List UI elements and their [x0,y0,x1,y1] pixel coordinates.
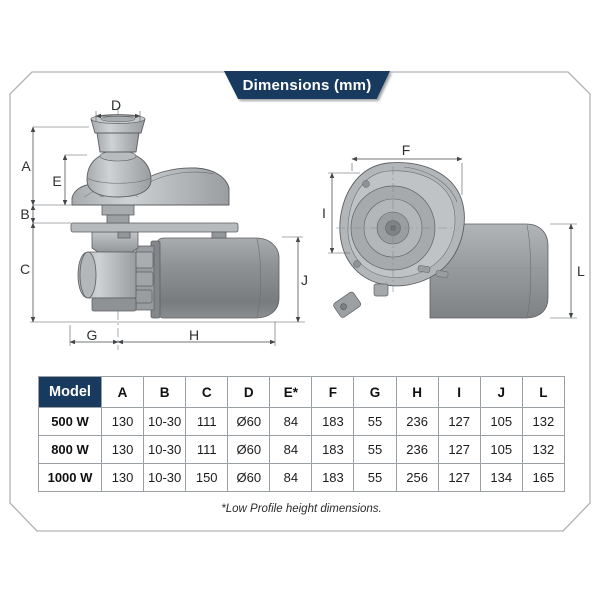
gypsy-chainwheel [86,150,152,198]
cell: 236 [395,435,439,464]
header-col-l: L [521,376,566,408]
header-col-d: D [227,376,271,408]
cell: 165 [521,463,566,492]
cell: Ø60 [227,463,271,492]
capstan-drum [90,114,146,153]
cell: 183 [311,407,355,436]
title-banner: Dimensions (mm) [224,71,390,99]
cell: 10-30 [143,407,187,436]
cell: 127 [437,407,481,436]
front-view-drawing: D A E B C G H J [20,97,308,350]
header-col-b: B [143,376,187,408]
crosshair-centerlines [336,166,455,292]
cell: 84 [269,463,313,492]
motor-terminal-fitting [333,291,362,318]
header-col-a: A [100,376,145,408]
dimensions-table: Model A B C D E* F G H I J L 500 W 130 1… [38,376,566,492]
dim-label-g: G [87,327,98,343]
cell: 105 [479,435,523,464]
cell: 84 [269,435,313,464]
header-col-i: I [437,376,481,408]
motor-front-view [150,237,280,319]
dim-label-h: H [189,327,199,343]
cell: 134 [479,463,523,492]
dim-label-f: F [402,142,411,158]
model-cell: 800 W [38,435,102,464]
header-col-f: F [311,376,355,408]
table-row: 1000 W 130 10-30 150 Ø60 84 183 55 256 1… [38,463,566,492]
page-title: Dimensions (mm) [242,76,372,94]
dim-label-b: B [20,206,29,222]
dim-label-c: C [20,261,30,277]
side-view-drawing: F I L [322,142,585,319]
dim-label-d: D [111,97,121,113]
cell: 111 [185,407,229,436]
dim-label-i: I [322,205,326,221]
cell: 10-30 [143,435,187,464]
side-dimension-lines [329,156,574,319]
cell: 130 [100,463,145,492]
model-cell: 500 W [38,407,102,436]
dim-label-l: L [577,263,585,279]
model-cell: 1000 W [38,463,102,492]
drive-shaft [101,204,135,216]
front-dimension-lines [30,113,301,345]
table-header-row: Model A B C D E* F G H I J L [38,376,566,408]
cell: 132 [521,407,566,436]
cell: 150 [185,463,229,492]
dim-label-a: A [21,158,31,174]
cell: 130 [100,435,145,464]
cell: 183 [311,435,355,464]
header-col-c: C [185,376,229,408]
motor-side-view [429,223,549,319]
cell: 236 [395,407,439,436]
coupling [131,245,155,311]
cell: 183 [311,463,355,492]
cell: 10-30 [143,463,187,492]
cell: Ø60 [227,407,271,436]
shaft-collar [106,214,130,224]
cell: 84 [269,407,313,436]
cell: 132 [521,435,566,464]
footnote: *Low Profile height dimensions. [221,503,382,515]
title-banner-shape: Dimensions (mm) [224,71,390,99]
cell: Ø60 [227,435,271,464]
table-row: 500 W 130 10-30 111 Ø60 84 183 55 236 12… [38,407,566,436]
cell: 105 [479,407,523,436]
header-model: Model [38,376,102,408]
cell: 130 [100,407,145,436]
mounting-flange [70,222,239,239]
header-col-j: J [479,376,523,408]
dim-label-e: E [52,173,61,189]
cell: 127 [437,435,481,464]
cell: 256 [395,463,439,492]
header-col-e: E* [269,376,313,408]
header-col-h: H [395,376,439,408]
cell: 111 [185,435,229,464]
header-col-g: G [353,376,397,408]
cell: 55 [353,435,397,464]
cell: 55 [353,463,397,492]
cell: 55 [353,407,397,436]
cell: 127 [437,463,481,492]
table-row: 800 W 130 10-30 111 Ø60 84 183 55 236 12… [38,435,566,464]
dim-label-j: J [301,272,308,288]
